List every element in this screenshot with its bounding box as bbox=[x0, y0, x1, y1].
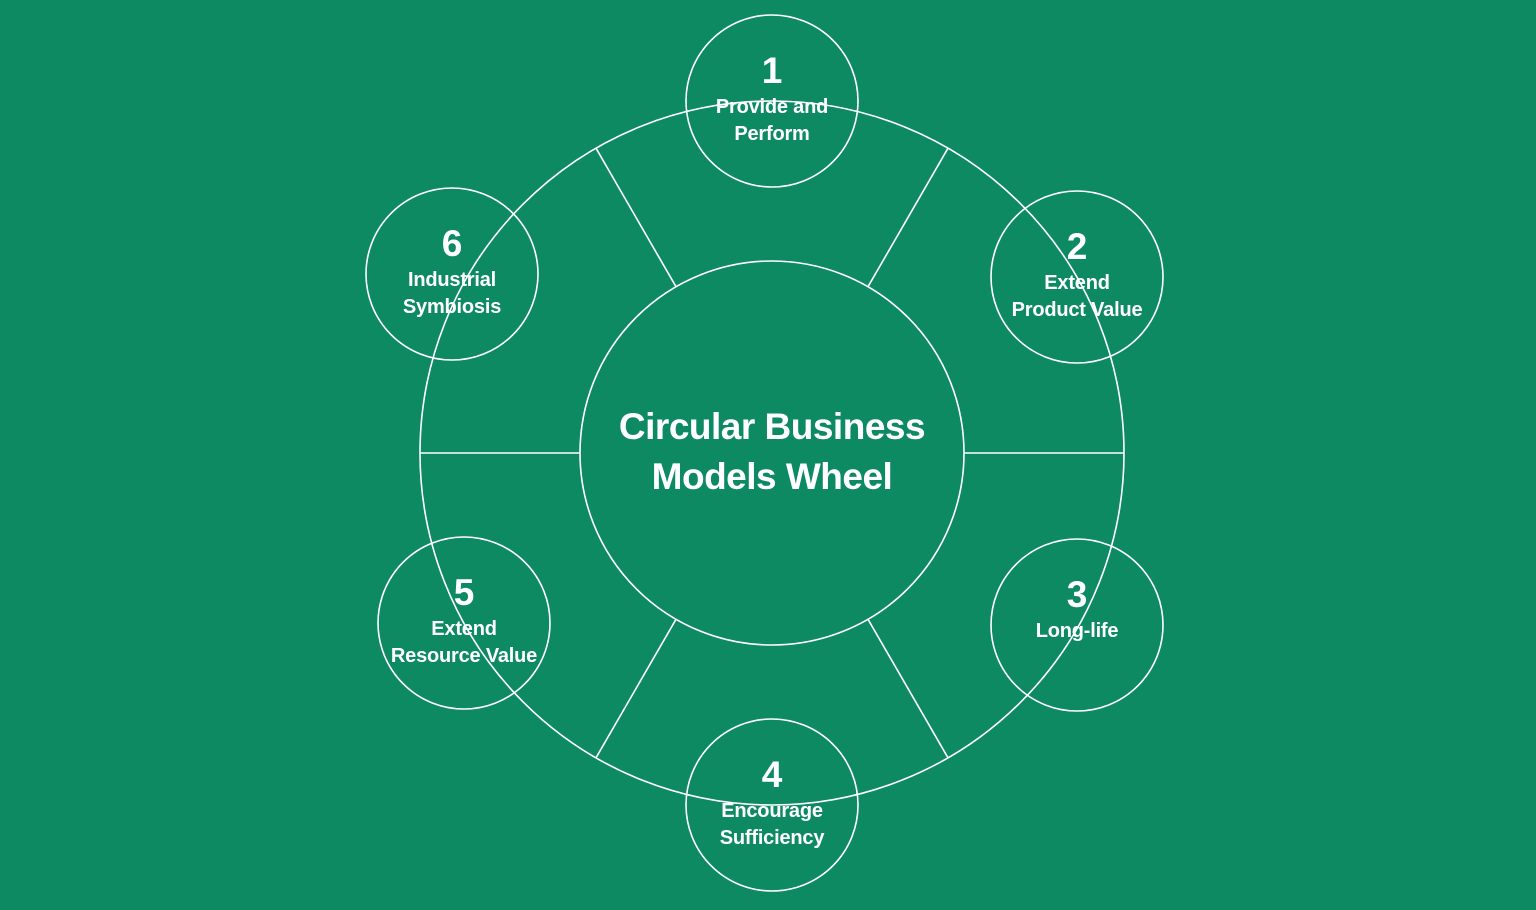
segment-dividers bbox=[420, 147, 1124, 759]
segment-3-circle bbox=[990, 538, 1164, 712]
segment-6-circle bbox=[365, 187, 539, 361]
segment-node-5: 5 Extend Resource Value bbox=[377, 536, 551, 710]
segment-node-3: 3 Long-life bbox=[990, 538, 1164, 712]
segment-2-number: 2 bbox=[1067, 226, 1088, 267]
segment-6-label-line-2: Symbiosis bbox=[403, 296, 501, 318]
divider-bottom-left bbox=[595, 618, 677, 759]
segment-5-label-line-2: Resource Value bbox=[391, 645, 537, 667]
center-hub-circle bbox=[579, 260, 965, 646]
segment-4-circle bbox=[685, 718, 859, 892]
divider-top-left bbox=[595, 147, 677, 288]
wheel-title-line-2: Models Wheel bbox=[652, 456, 893, 497]
center-hub: Circular Business Models Wheel bbox=[579, 260, 965, 646]
divider-bottom-right bbox=[867, 618, 949, 759]
segment-1-circle bbox=[685, 14, 859, 188]
segment-5-number: 5 bbox=[454, 572, 475, 613]
segment-4-label-line-1: Encourage bbox=[721, 800, 823, 822]
segment-node-1: 1 Provide and Perform bbox=[685, 14, 859, 188]
segment-2-circle bbox=[990, 190, 1164, 364]
segment-3-number: 3 bbox=[1067, 574, 1088, 615]
segment-4-label-line-2: Sufficiency bbox=[720, 827, 826, 849]
segment-2-label-line-1: Extend bbox=[1044, 272, 1109, 294]
wheel-title-line-1: Circular Business bbox=[619, 406, 925, 447]
segment-3-label-line-1: Long-life bbox=[1036, 620, 1119, 642]
segment-node-4: 4 Encourage Sufficiency bbox=[685, 718, 859, 892]
segment-1-number: 1 bbox=[762, 50, 783, 91]
segment-4-number: 4 bbox=[762, 754, 783, 795]
segment-1-label-line-1: Provide and bbox=[716, 96, 828, 118]
segment-1-label-line-2: Perform bbox=[734, 123, 809, 145]
segment-node-2: 2 Extend Product Value bbox=[990, 190, 1164, 364]
segment-5-label-line-1: Extend bbox=[431, 618, 496, 640]
segment-6-label-line-1: Industrial bbox=[408, 269, 496, 291]
divider-top-right bbox=[867, 147, 949, 288]
segment-5-circle bbox=[377, 536, 551, 710]
segment-6-number: 6 bbox=[442, 223, 463, 264]
segment-node-6: 6 Industrial Symbiosis bbox=[365, 187, 539, 361]
segment-2-label-line-2: Product Value bbox=[1012, 299, 1143, 321]
